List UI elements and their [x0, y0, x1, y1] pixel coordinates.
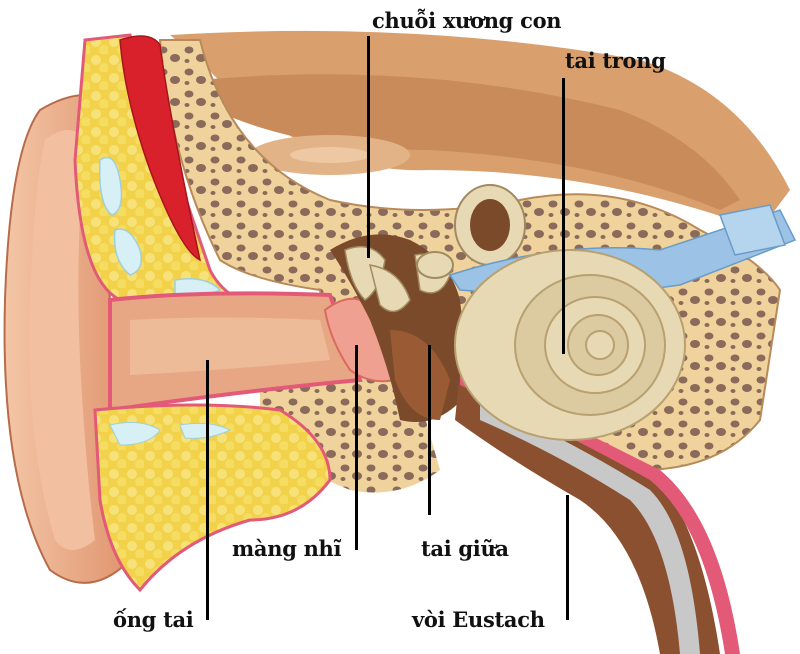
leader-line-middle-ear: [428, 345, 431, 515]
leader-line-eardrum: [355, 345, 358, 550]
label-middle-ear: tai giữa: [421, 536, 509, 561]
cochlea: [454, 249, 686, 441]
label-eardrum: màng nhĩ: [232, 536, 342, 561]
leader-line-inner-ear: [562, 78, 565, 354]
label-inner-ear: tai trong: [565, 48, 666, 73]
leader-line-ossicles: [367, 36, 370, 258]
eustachian-tube: [455, 370, 740, 654]
top-tissue-layers: [170, 30, 790, 231]
label-eustachian-tube: vòi Eustach: [412, 607, 545, 632]
label-ossicles: chuỗi xương con: [372, 8, 562, 33]
label-ear-canal: ống tai: [113, 607, 194, 632]
muscle: [119, 35, 202, 262]
semicircular-canals: [416, 184, 526, 279]
leader-line-eustachian-tube: [566, 495, 569, 620]
cartilage: [99, 156, 222, 298]
fat-tissue-lower: [93, 403, 332, 593]
leader-line-ear-canal: [206, 360, 209, 620]
